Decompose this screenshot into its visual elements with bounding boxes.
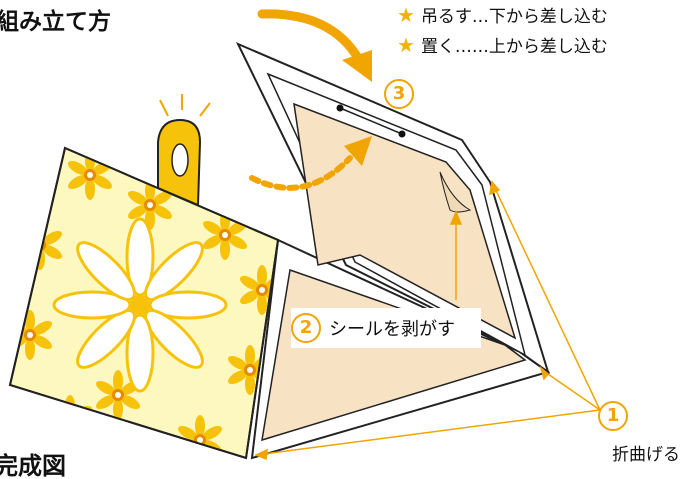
flower-icon xyxy=(10,150,278,458)
step-2-badge: 2 xyxy=(291,313,321,343)
note-place-text: 置く……上から差し込む xyxy=(420,37,608,57)
note-hang-text: 吊るす…下から差し込む xyxy=(420,7,608,27)
step-1-label: 折曲げる xyxy=(612,445,680,465)
curved-arrow-icon xyxy=(257,9,372,82)
step-2-callout: 2 シールを剥がす xyxy=(291,308,481,348)
note-hang: ★ 吊るす…下から差し込む xyxy=(397,2,608,28)
note-place: ★ 置く……上から差し込む xyxy=(397,32,608,58)
sparkle-icon xyxy=(159,94,211,117)
front-panel xyxy=(8,146,280,460)
step-1-badge: 1 xyxy=(598,401,628,431)
hang-tab-icon xyxy=(157,118,202,207)
figure-label: 完成図 xyxy=(0,452,66,479)
step-3-badge: 3 xyxy=(384,79,414,109)
step-2-label: シールを剥がす xyxy=(329,319,455,340)
dotted-arrow-icon xyxy=(249,136,372,191)
star-icon: ★ xyxy=(397,32,415,57)
fold-arrows xyxy=(254,180,601,461)
page-title: 組み立て方 xyxy=(0,9,111,35)
star-icon: ★ xyxy=(397,2,415,27)
